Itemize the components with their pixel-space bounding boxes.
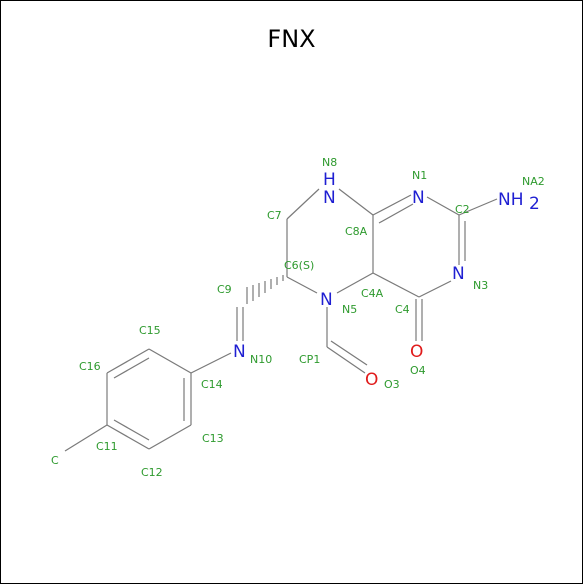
bond-c15-c16-inner bbox=[113, 357, 150, 379]
na2-subscript: 2 bbox=[529, 194, 540, 214]
atom-label-c9: C9 bbox=[217, 283, 232, 296]
bond-layer bbox=[64, 188, 498, 452]
bond-c14-c15 bbox=[148, 348, 192, 374]
atom-label-o3: O3 bbox=[384, 378, 400, 391]
bond-c2-na2 bbox=[458, 198, 498, 216]
n1-symbol: N bbox=[412, 188, 425, 208]
bond-c4a-n5 bbox=[336, 272, 374, 294]
atom-label-c: C bbox=[51, 454, 59, 467]
o4-symbol: O bbox=[410, 342, 423, 362]
atom-label-na2: NA2 bbox=[522, 175, 545, 188]
atom-label-c8a: C8A bbox=[345, 225, 368, 238]
bond-n3-c4 bbox=[418, 280, 452, 298]
bond-n1-c2 bbox=[426, 196, 460, 216]
atom-label-c4: C4 bbox=[395, 303, 410, 316]
o3-symbol: O bbox=[365, 370, 378, 390]
atom-label-c4a: C4A bbox=[361, 287, 384, 300]
atom-label-c6: C6(S) bbox=[284, 259, 314, 272]
atom-label-n10: N10 bbox=[250, 353, 272, 366]
bond-cp1-o3 bbox=[326, 346, 366, 374]
molecule-title: FNX bbox=[267, 25, 316, 53]
n3-symbol: N bbox=[452, 264, 465, 284]
atom-label-n8: N8 bbox=[322, 156, 337, 169]
bond-c4-c4a bbox=[372, 272, 420, 298]
atom-label-c16: C16 bbox=[79, 360, 101, 373]
atom-label-o4: O4 bbox=[410, 364, 426, 377]
atom-label-c2: C2 bbox=[455, 203, 470, 216]
atom-label-n1: N1 bbox=[412, 169, 427, 182]
atom-label-c13: C13 bbox=[202, 432, 224, 445]
bond-n10-c14 bbox=[190, 352, 232, 374]
atom-label-c12: C12 bbox=[141, 466, 163, 479]
bond-n5-c6 bbox=[286, 276, 318, 294]
atom-label-n5: N5 bbox=[342, 303, 357, 316]
atom-label-layer: N8 N1 NA2 C7 C8A C2 C6(S) N3 C9 C4A N5 C… bbox=[51, 156, 545, 479]
bond-n8-c8a bbox=[338, 188, 374, 216]
atom-label-c14: C14 bbox=[201, 378, 223, 391]
element-symbol-layer: H N N NH 2 N N N O O bbox=[233, 170, 540, 390]
bond-c12-c13 bbox=[148, 424, 192, 450]
bond-c11-c12-inner bbox=[113, 419, 150, 441]
bond-n8-c7 bbox=[286, 188, 320, 220]
atom-label-c15: C15 bbox=[139, 324, 161, 337]
bond-c6-c9-hashed-wedge bbox=[246, 275, 284, 304]
bond-c11-c12 bbox=[106, 424, 150, 450]
n5-symbol: N bbox=[320, 290, 333, 310]
n8-hydrogen-symbol: H bbox=[323, 170, 336, 190]
atom-label-cp1: CP1 bbox=[299, 353, 320, 366]
atom-label-c11: C11 bbox=[96, 440, 118, 453]
bond-c8a-n1-double bbox=[378, 203, 414, 224]
n10-symbol: N bbox=[233, 342, 246, 362]
atom-label-c7: C7 bbox=[267, 209, 282, 222]
bond-c15-c16 bbox=[106, 348, 150, 374]
atom-label-n3: N3 bbox=[473, 279, 488, 292]
n8-nitrogen-symbol: N bbox=[323, 188, 336, 208]
bond-c8a-n1 bbox=[372, 194, 412, 216]
bond-cp1-o3-double bbox=[330, 340, 368, 366]
bond-c11-c bbox=[64, 424, 108, 452]
na2-symbol: NH bbox=[498, 190, 524, 210]
